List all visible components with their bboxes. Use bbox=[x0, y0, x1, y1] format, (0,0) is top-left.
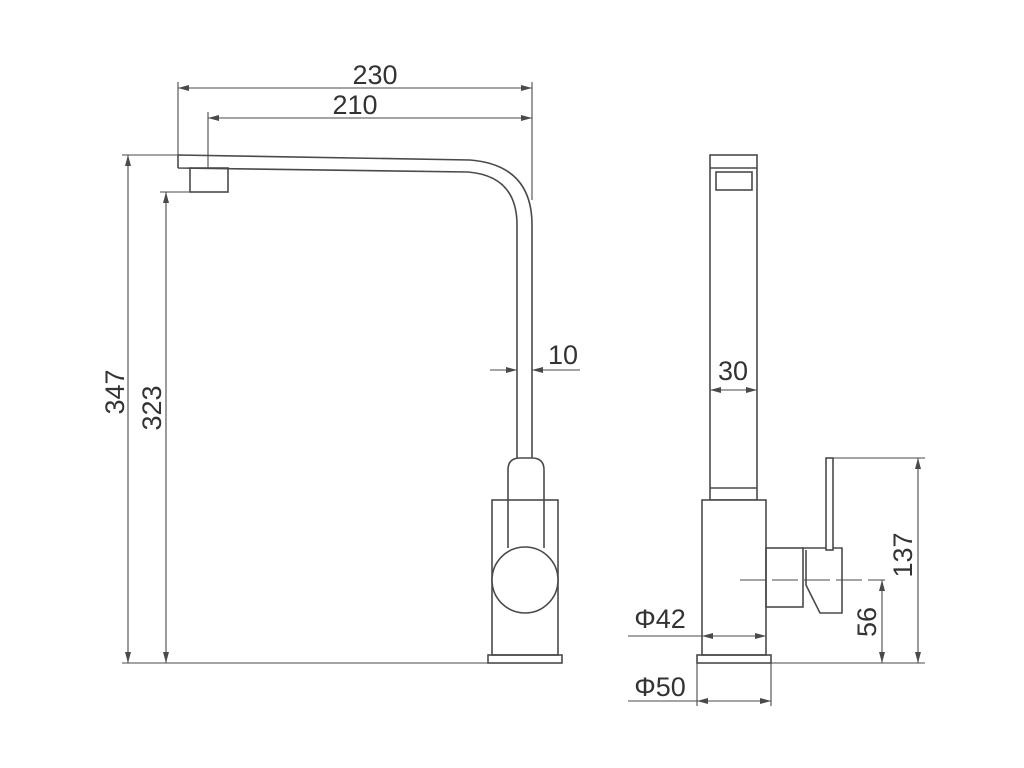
dim-30-label: 30 bbox=[718, 356, 748, 386]
dim-10-label: 10 bbox=[548, 340, 578, 370]
handle-knob bbox=[491, 546, 559, 614]
handle-cap bbox=[803, 547, 843, 614]
dim-323-label: 323 bbox=[137, 385, 167, 430]
side-column bbox=[709, 154, 758, 501]
handle-lever bbox=[825, 457, 834, 551]
handle-cylinder bbox=[765, 547, 804, 608]
side-view: 30 137 56 Φ42 Φ50 bbox=[628, 154, 925, 706]
side-base-plate bbox=[696, 654, 772, 664]
aerator bbox=[189, 167, 229, 193]
dim-347-label: 347 bbox=[100, 369, 130, 414]
base-plate bbox=[487, 654, 563, 664]
front-view: 230 210 347 323 10 bbox=[100, 60, 580, 664]
dim-phi50-label: Φ50 bbox=[634, 672, 686, 702]
dim-230-label: 230 bbox=[352, 60, 397, 90]
side-body bbox=[701, 499, 767, 656]
handle-column bbox=[507, 457, 545, 548]
dim-137-label: 137 bbox=[888, 532, 918, 577]
dim-56-label: 56 bbox=[852, 607, 882, 637]
spout-outline bbox=[177, 154, 533, 458]
dim-phi42-label: Φ42 bbox=[634, 604, 686, 634]
side-aerator bbox=[715, 171, 753, 191]
dim-210-label: 210 bbox=[332, 90, 377, 120]
